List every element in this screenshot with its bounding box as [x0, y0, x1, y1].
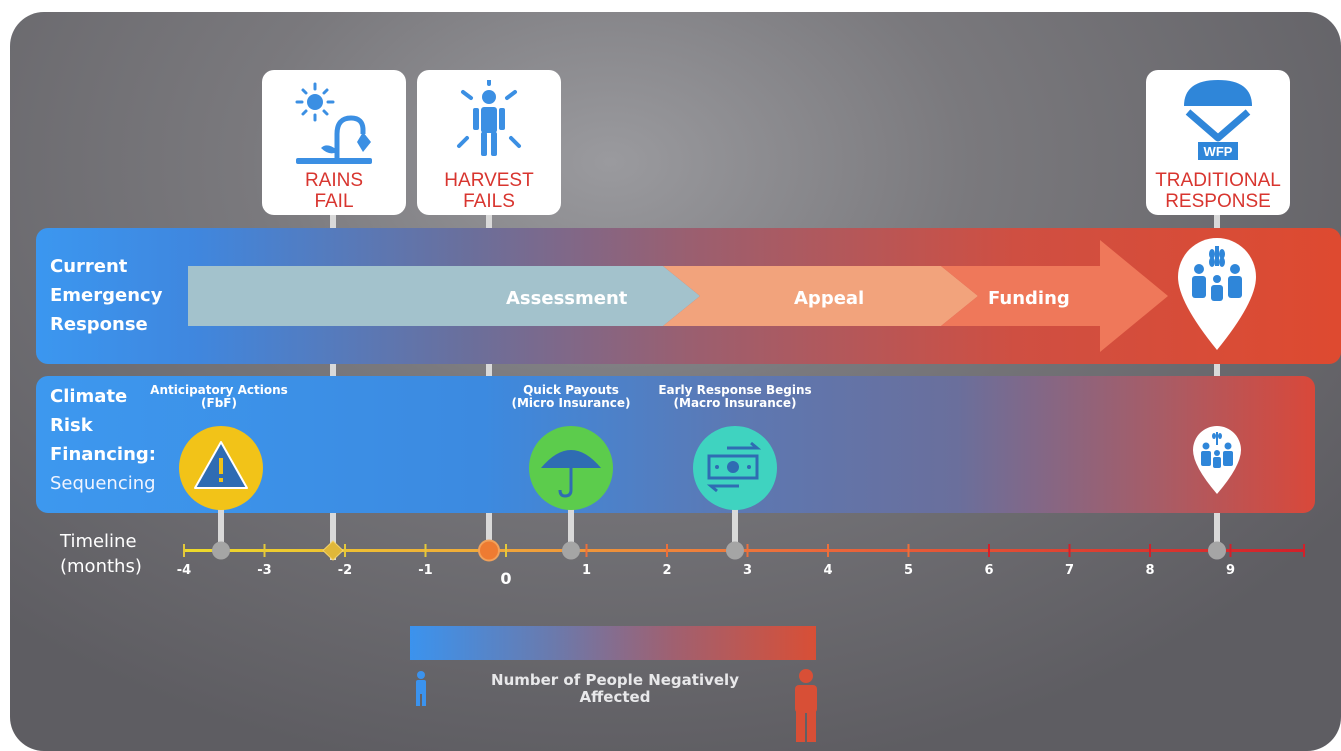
person-low-icon [416, 671, 426, 706]
early-response-marker [726, 541, 744, 560]
rains-fail-marker [322, 540, 344, 561]
quick-payouts-marker [562, 541, 580, 560]
affected-gradient-bar [410, 626, 816, 660]
timeline-tick-label-2: 2 [662, 563, 672, 578]
timeline-tick-label-4: 4 [823, 563, 833, 578]
appeal-stage-label: Appeal [794, 288, 865, 309]
current-emergency-response-title: Current Emergency Response [50, 256, 163, 335]
climate-risk-financing-title: Climate Risk Financing: Sequencing [50, 382, 156, 498]
timeline-tick-label--1: -1 [418, 563, 433, 578]
timeline-tick-label-5: 5 [903, 563, 914, 578]
timeline-tick-label-7: 7 [1064, 563, 1075, 578]
timeline-tick-label--2: -2 [337, 563, 353, 578]
timeline-tick-label-1: 1 [581, 563, 592, 578]
rains-fail-card: RAINS FAIL [262, 70, 406, 215]
assessment-stage-label: Assessment [506, 288, 628, 309]
harvest-fails-label-line1: HARVEST [444, 170, 534, 191]
anticipatory-actions-marker [212, 541, 230, 560]
quick-payouts-stem [568, 492, 574, 552]
rains-fail-label-line1: RAINS [304, 170, 364, 191]
family-pin-small-icon [1193, 426, 1241, 494]
sequencing-subtitle: Sequencing [50, 473, 156, 494]
response-process-arrow [188, 240, 1168, 352]
timeline-tick-label-0: 0 [500, 569, 512, 588]
timeline-tick-label-9: 9 [1225, 563, 1236, 578]
harvest-fails-card: HARVEST FAILS [417, 70, 561, 215]
timeline-tick-label--4: -4 [176, 563, 192, 578]
affected-legend-label: Number of People Negatively Affected [491, 671, 739, 706]
quick-payouts-label: Quick Payouts (Micro Insurance) [511, 383, 631, 410]
funding-stage-label: Funding [988, 288, 1070, 309]
timeline-tick-label-3: 3 [742, 563, 753, 578]
harvest-fails-marker [478, 539, 500, 562]
rains-fail-label-line2: FAIL [314, 191, 354, 212]
harvest-fails-label-line2: FAILS [463, 191, 515, 212]
early-response-label: Early Response Begins (Macro Insurance) [658, 383, 812, 410]
umbrella-icon [529, 426, 613, 510]
traditional-response-label-line1: TRADITIONAL [1155, 170, 1281, 191]
drought-icon [295, 82, 372, 164]
timeline-axis-title: Timeline (months) [60, 531, 142, 577]
wfp-logo-text: WFP [1204, 144, 1233, 159]
traditional-response-marker [1208, 541, 1226, 560]
anticipatory-actions-stem [218, 492, 224, 552]
early-response-stem [732, 492, 738, 552]
parachute-drop-icon: WFP [1184, 80, 1252, 160]
timeline-tick-label-8: 8 [1145, 563, 1155, 578]
traditional-response-label-line2: RESPONSE [1165, 191, 1271, 212]
warning-icon [179, 426, 263, 510]
infographic-canvas: RAINS FAIL HARVEST FAILS [10, 12, 1341, 751]
cash-transfer-icon [693, 426, 777, 510]
traditional-response-card: WFP TRADITIONAL RESPONSE [1146, 70, 1290, 215]
timeline-tick-label-6: 6 [984, 563, 994, 578]
timeline-tick-label--3: -3 [257, 563, 272, 578]
anticipatory-actions-label: Anticipatory Actions (FbF) [150, 383, 288, 410]
distressed-person-icon [457, 80, 521, 156]
family-pin-large-icon [1178, 238, 1256, 350]
person-high-icon [795, 669, 817, 742]
timeline-axis [183, 539, 1305, 562]
